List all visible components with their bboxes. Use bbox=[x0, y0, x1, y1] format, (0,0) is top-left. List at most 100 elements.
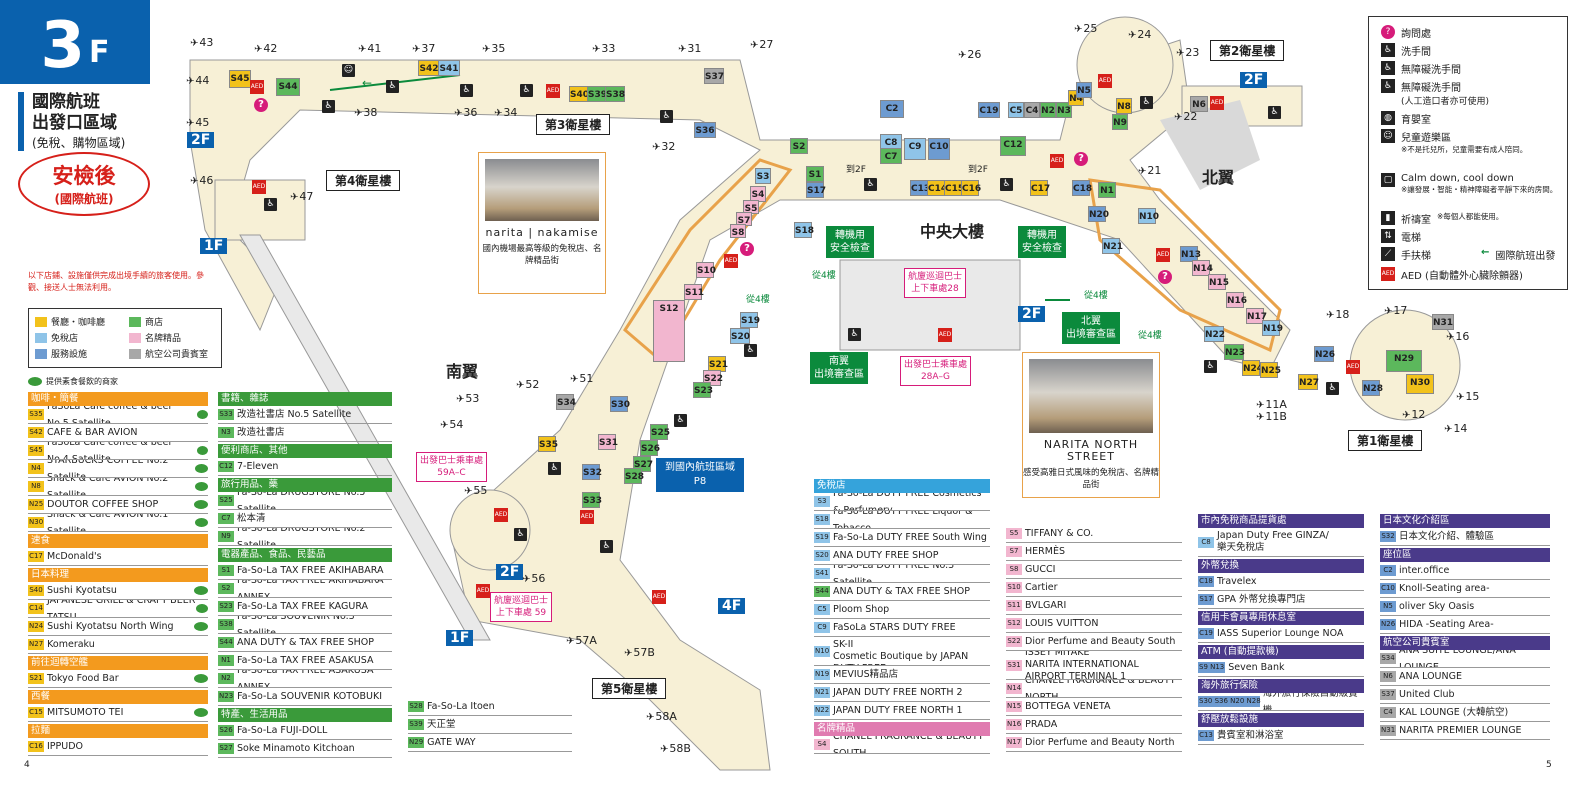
gate-46: ✈46 bbox=[190, 174, 214, 187]
store-c2[interactable]: C2 bbox=[880, 100, 904, 118]
store-code: N14 bbox=[1006, 683, 1022, 694]
store-n8[interactable]: N8 bbox=[1116, 98, 1132, 114]
store-s41[interactable]: S41 bbox=[438, 60, 460, 76]
store-n25[interactable]: N25 bbox=[1260, 362, 1281, 378]
store-n21[interactable]: N21 bbox=[1102, 238, 1123, 254]
store-s11[interactable]: S11 bbox=[684, 284, 704, 300]
store-n23[interactable]: N23 bbox=[1224, 344, 1245, 360]
store-s28[interactable]: S28 bbox=[624, 468, 644, 484]
gate-26: ✈26 bbox=[958, 48, 982, 61]
store-name: FaSoLa Cafe coffee & beer No.4 Satellite bbox=[47, 442, 173, 460]
store-c10[interactable]: C10 bbox=[928, 138, 950, 160]
store-c5[interactable]: C5 bbox=[1008, 102, 1024, 118]
store-s44[interactable]: S44 bbox=[276, 78, 300, 96]
to-domestic-area[interactable]: 到國內航班區域 P8 bbox=[656, 458, 744, 492]
store-n29[interactable]: N29 bbox=[1386, 350, 1422, 372]
store-s25[interactable]: S25 bbox=[650, 424, 670, 440]
store-n3[interactable]: N3 bbox=[1056, 102, 1072, 118]
store-s26[interactable]: S26 bbox=[640, 440, 660, 456]
restroom-icon: ♿ bbox=[1000, 178, 1013, 191]
store-c4[interactable]: C4 bbox=[1024, 102, 1040, 118]
store-c18[interactable]: C18 bbox=[1072, 180, 1092, 196]
store-n10[interactable]: N10 bbox=[1138, 208, 1159, 224]
store-name: Fa-So-La DUTY FREE No.3 Satellite bbox=[833, 565, 955, 583]
store-s31[interactable]: S31 bbox=[598, 434, 618, 450]
store-n6[interactable]: N6 bbox=[1190, 96, 1208, 112]
store-s8[interactable]: S8 bbox=[730, 224, 746, 238]
store-n5[interactable]: N5 bbox=[1076, 82, 1092, 98]
restroom-icon: ♿ bbox=[660, 110, 673, 123]
store-s38[interactable]: S38 bbox=[605, 86, 625, 102]
gate-47: ✈47 bbox=[290, 190, 314, 203]
store-s12[interactable]: S12 bbox=[653, 300, 685, 362]
store-s18[interactable]: S18 bbox=[794, 222, 814, 238]
store-n22[interactable]: N22 bbox=[1204, 326, 1225, 342]
legend-lounge: 航空公司貴賓室 bbox=[129, 347, 208, 360]
satellite-2-label: 第2衛星樓 bbox=[1210, 40, 1285, 61]
store-s30[interactable]: S30 bbox=[610, 396, 630, 412]
store-name: Snack & Cafe AVION No.1 Satellite bbox=[47, 514, 169, 532]
store-s2[interactable]: S2 bbox=[790, 138, 808, 154]
store-s36[interactable]: S36 bbox=[694, 122, 716, 138]
store-n19[interactable]: N19 bbox=[1262, 320, 1283, 336]
store-c13[interactable]: C13 bbox=[910, 180, 930, 196]
store-n1[interactable]: N1 bbox=[1098, 182, 1116, 198]
store-n28[interactable]: N28 bbox=[1362, 380, 1383, 396]
store-c7[interactable]: C7 bbox=[880, 148, 902, 164]
store-s39[interactable]: S39 bbox=[587, 86, 607, 102]
store-n24[interactable]: N24 bbox=[1242, 360, 1263, 376]
store-n30[interactable]: N30 bbox=[1406, 374, 1434, 394]
store-c15[interactable]: C15 bbox=[944, 180, 964, 196]
store-code: S28 bbox=[408, 701, 424, 712]
store-s33[interactable]: S33 bbox=[582, 492, 602, 508]
store-s7[interactable]: S7 bbox=[736, 212, 752, 226]
info-icon: ? bbox=[740, 242, 754, 256]
store-s37[interactable]: S37 bbox=[704, 68, 724, 84]
store-n27[interactable]: N27 bbox=[1298, 374, 1319, 390]
store-s35[interactable]: S35 bbox=[538, 436, 558, 452]
prayer-room-icon: ▮ bbox=[1381, 211, 1395, 225]
store-c14[interactable]: C14 bbox=[927, 180, 947, 196]
store-c17[interactable]: C17 bbox=[1030, 180, 1050, 196]
store-c9[interactable]: C9 bbox=[904, 138, 926, 160]
store-n31[interactable]: N31 bbox=[1432, 314, 1454, 330]
store-s19[interactable]: S19 bbox=[740, 312, 760, 328]
gate-31: ✈31 bbox=[678, 42, 702, 55]
restroom-icon: ♿ bbox=[674, 414, 687, 427]
store-s23[interactable]: S23 bbox=[693, 382, 713, 398]
store-s3[interactable]: S3 bbox=[755, 168, 771, 184]
store-s34[interactable]: S34 bbox=[556, 394, 576, 410]
store-n14[interactable]: N14 bbox=[1192, 260, 1213, 276]
store-c16[interactable]: C16 bbox=[961, 180, 981, 196]
store-code: N26 bbox=[1380, 619, 1397, 630]
veg-icon bbox=[195, 482, 208, 491]
store-n26[interactable]: N26 bbox=[1314, 346, 1335, 362]
store-s45[interactable]: S45 bbox=[229, 70, 251, 88]
store-s1[interactable]: S1 bbox=[806, 166, 824, 182]
store-s17[interactable]: S17 bbox=[806, 182, 826, 198]
store-c12[interactable]: C12 bbox=[1000, 136, 1026, 156]
store-n17[interactable]: N17 bbox=[1246, 308, 1267, 324]
store-n13[interactable]: N13 bbox=[1180, 246, 1201, 262]
store-s40[interactable]: S40 bbox=[569, 86, 589, 102]
store-name: 改造社書店 No.5 Satellite bbox=[237, 409, 352, 420]
store-n2[interactable]: N2 bbox=[1040, 102, 1056, 118]
store-n20[interactable]: N20 bbox=[1088, 206, 1109, 222]
store-c19[interactable]: C19 bbox=[978, 102, 1000, 118]
gate-12: ✈12 bbox=[1402, 408, 1426, 421]
store-n16[interactable]: N16 bbox=[1226, 292, 1247, 308]
store-s10[interactable]: S10 bbox=[696, 262, 716, 278]
store-s42[interactable]: S42 bbox=[418, 60, 440, 76]
store-n9[interactable]: N9 bbox=[1112, 114, 1128, 130]
satellite-1-label: 第1衛星樓 bbox=[1348, 430, 1423, 451]
store-s20[interactable]: S20 bbox=[730, 328, 750, 344]
store-n15[interactable]: N15 bbox=[1208, 274, 1229, 290]
legend-kids-area: ☺兒童遊樂區※不是托兒所，兒童需要有成人陪同。 bbox=[1381, 129, 1527, 155]
store-s32[interactable]: S32 bbox=[582, 464, 602, 480]
